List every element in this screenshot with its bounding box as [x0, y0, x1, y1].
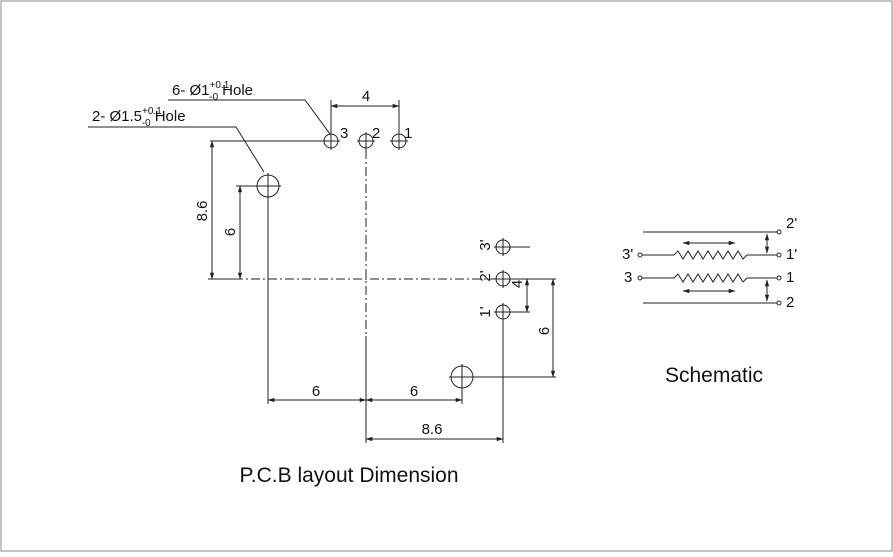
schematic-terminal-1 — [776, 275, 782, 281]
callout-small-prefix: 6- Ø1 — [172, 82, 210, 99]
callout-large-holes: 2- Ø1.5+0.1-0 Hole — [88, 106, 265, 173]
dim-side-pitch: 4 — [509, 278, 530, 313]
dim-right-vertical: 6 — [512, 278, 556, 378]
schematic-label-1: 1 — [786, 269, 794, 286]
dim-side-pitch-value: 4 — [509, 280, 526, 288]
dim-left-vertical-inner: 6 — [222, 185, 243, 280]
hole-pin-1 — [390, 132, 408, 150]
hole-mount-right — [449, 364, 475, 390]
pin-label-3: 3 — [340, 125, 348, 142]
hole-mount-left — [255, 173, 281, 199]
pin-label-1: 1 — [404, 125, 412, 142]
callout-small-tol-lower: -0 — [209, 92, 218, 103]
dim-top-pitch-value: 4 — [362, 88, 370, 105]
caption-pcb-layout: P.C.B layout Dimension — [239, 464, 458, 487]
callout-large-prefix: 2- Ø1.5 — [92, 108, 142, 125]
dim-bottom-left-value: 6 — [312, 383, 320, 400]
callout-small-suffix: Hole — [222, 82, 253, 99]
dim-left-vertical-outer-value: 8.6 — [194, 201, 211, 222]
schematic-label-3: 3 — [624, 269, 632, 286]
schematic-terminal-2 — [776, 300, 782, 306]
schematic-label-1p: 1' — [786, 246, 797, 263]
schematic-terminal-3 — [637, 275, 643, 281]
dim-bottom-right-value: 6 — [410, 383, 418, 400]
pin-label-2: 2 — [372, 125, 380, 142]
schematic-terminal-3p — [637, 252, 643, 258]
dim-top-pitch: 4 — [330, 88, 400, 109]
hole-pin-3 — [322, 132, 340, 150]
caption-schematic: Schematic — [665, 364, 763, 387]
schematic-terminal-2p — [776, 229, 782, 235]
dim-left-vertical-inner-value: 6 — [222, 228, 239, 236]
callout-large-tol-upper: +0.1 — [142, 106, 162, 117]
pin-label-2p: 2' — [477, 270, 494, 281]
dim-bottom-left: 6 — [267, 383, 367, 403]
callout-large-tol-lower: -0 — [142, 118, 151, 129]
center-lines — [208, 100, 556, 443]
hole-pin-2p — [494, 270, 512, 288]
hole-pin-2 — [357, 132, 375, 150]
callout-small-holes: 6- Ø1+0.1-0 Hole — [168, 80, 331, 135]
schematic-label-2: 2 — [786, 294, 794, 311]
callout-large-suffix: Hole — [155, 108, 186, 125]
schematic-terminal-1p — [776, 252, 782, 258]
schematic-resistor-upper — [673, 250, 748, 260]
schematic-label-2p: 2' — [786, 215, 797, 232]
callout-small-tol-upper: +0.1 — [210, 80, 230, 91]
schematic-label-3p: 3' — [622, 246, 633, 263]
dim-bottom-right: 6 — [365, 383, 463, 403]
pin-label-3p: 3' — [477, 239, 494, 250]
dim-right-vertical-value: 6 — [536, 327, 553, 335]
dim-bottom-overall-value: 8.6 — [422, 421, 443, 438]
hole-pin-1p — [494, 303, 512, 321]
schematic-diagram: 2' 1' 3' 3 1 2 — [622, 215, 797, 311]
dim-bottom-overall: 8.6 — [365, 421, 504, 442]
dim-left-vertical-outer: 8.6 — [194, 140, 215, 280]
pin-label-1p: 1' — [477, 306, 494, 317]
schematic-resistor-lower — [673, 273, 748, 283]
